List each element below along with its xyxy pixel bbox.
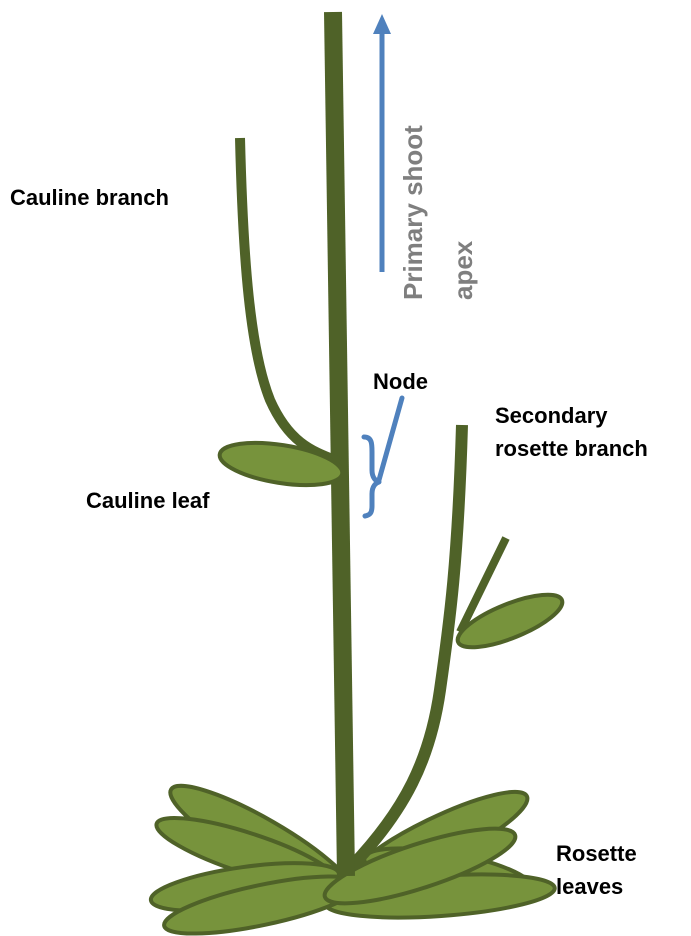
node-text: Node — [373, 368, 428, 396]
primary-stem — [333, 12, 346, 876]
secondary-rosette-branch-stem — [352, 425, 462, 866]
node-brace — [364, 437, 379, 516]
cauline-leaf — [217, 436, 345, 493]
cauline-branch-text: Cauline branch — [10, 184, 169, 212]
apex-label-line2: apex — [438, 40, 488, 300]
node-pointer-line — [379, 398, 402, 480]
node-bracket — [364, 398, 402, 516]
cauline-branch-stem — [240, 138, 340, 462]
apex-label-line1: Primary shoot — [388, 40, 438, 300]
rosette-label-line2: leaves — [556, 870, 637, 903]
cauline-leaf-text: Cauline leaf — [86, 487, 209, 515]
label-secondary-rosette-branch: Secondary rosette branch — [495, 399, 648, 465]
label-primary-shoot-apex: Primary shoot apex — [388, 40, 488, 300]
label-cauline-leaf: Cauline leaf — [86, 487, 209, 515]
label-cauline-branch: Cauline branch — [10, 184, 169, 212]
apex-arrowhead-icon — [373, 14, 391, 34]
rosette-label-line1: Rosette — [556, 837, 637, 870]
secondary-label-line2: rosette branch — [495, 432, 648, 465]
secondary-label-line1: Secondary — [495, 399, 648, 432]
label-node: Node — [373, 368, 428, 396]
label-rosette-leaves: Rosette leaves — [556, 837, 637, 903]
